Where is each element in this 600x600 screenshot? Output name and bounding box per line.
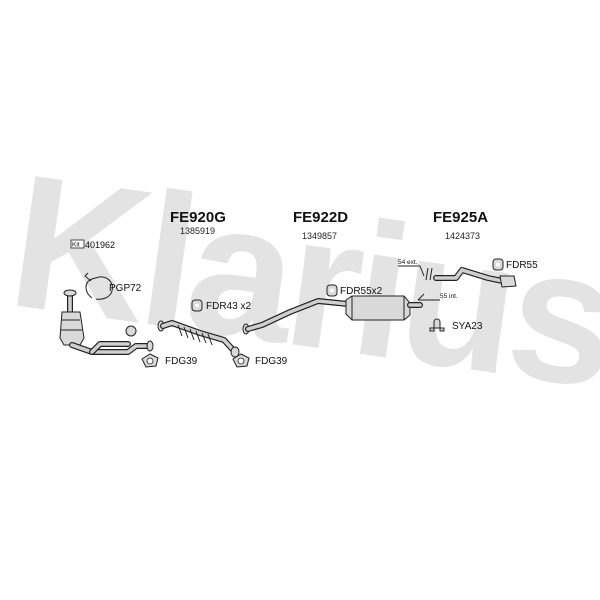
part-label-fdg39-b: FDG39 (255, 356, 288, 367)
rubber-mount-icon (492, 258, 504, 271)
section-code-1: FE920G (170, 209, 226, 226)
centre-silencer-icon (242, 295, 423, 335)
dimension-marker (398, 265, 440, 301)
section-number-2: 1349857 (302, 231, 337, 241)
part-label-fdr43: FDR43 x2 (206, 301, 251, 312)
flexi-pipe-icon (157, 320, 240, 358)
rubber-mount-icon (326, 284, 338, 297)
part-label-fdr55x2: FDR55x2 (340, 286, 383, 297)
kit-number: 401962 (85, 240, 115, 250)
section-code-3: FE925A (433, 209, 488, 226)
catalytic-converter-icon (59, 289, 154, 355)
part-label-pgp72: PGP72 (109, 283, 142, 294)
clamp-icon (429, 318, 445, 332)
kit-badge-box (70, 239, 85, 249)
section-number-1: 1385919 (180, 226, 215, 236)
dimension-ext: 54 ext. (398, 259, 418, 266)
rubber-mount-icon (191, 299, 203, 312)
gasket-icon (232, 353, 250, 368)
section-code-2: FE922D (293, 209, 348, 226)
gasket-icon (141, 353, 159, 368)
kit-badge: Kit (72, 242, 80, 249)
part-label-fdg39-a: FDG39 (165, 356, 198, 367)
section-number-3: 1424373 (445, 231, 480, 241)
tail-pipe-icon (433, 267, 517, 288)
part-label-fdr55: FDR55 (506, 260, 538, 271)
part-label-sya23: SYA23 (452, 321, 483, 332)
clamp-icon (84, 272, 113, 300)
dimension-int: 55 int. (440, 293, 458, 300)
